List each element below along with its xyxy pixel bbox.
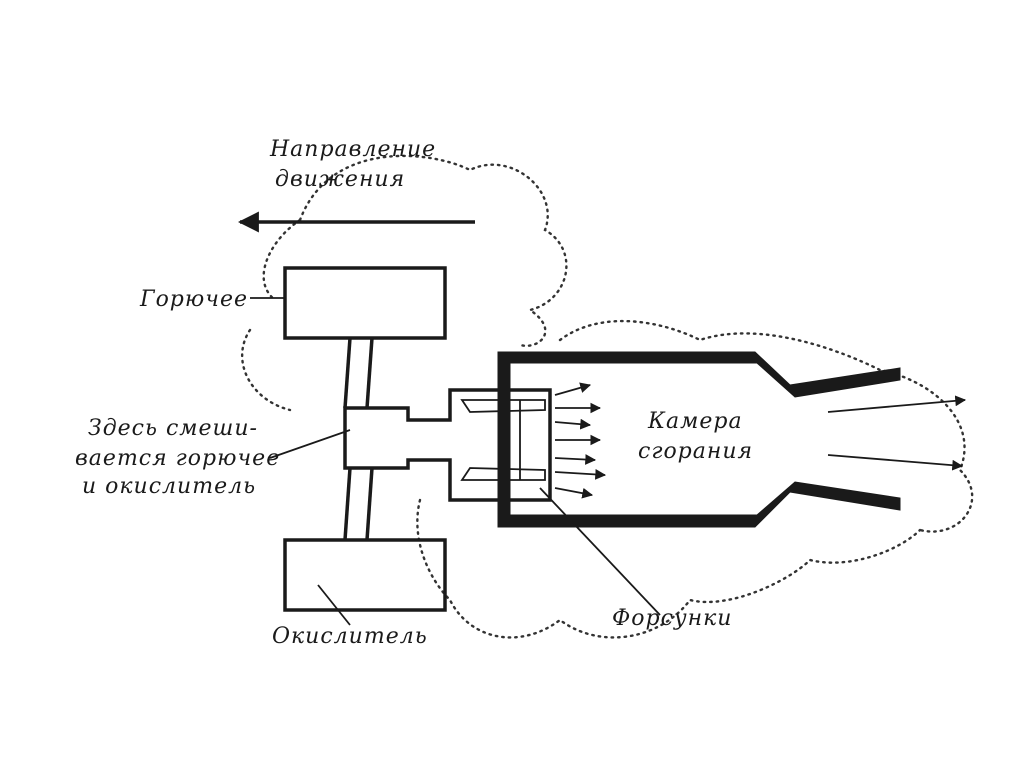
fuel-tank bbox=[283, 266, 447, 340]
direction-label-line2: движения bbox=[275, 167, 405, 192]
mixing-label-line2: вается горючее bbox=[75, 446, 280, 471]
leader-lines bbox=[250, 297, 661, 626]
mixing-block bbox=[343, 388, 552, 502]
direction-label-line1: Направление bbox=[269, 137, 436, 162]
exhaust-arrows bbox=[827, 395, 967, 471]
chamber-label-line1: Камера bbox=[647, 409, 743, 434]
oxidizer-label: Окислитель bbox=[272, 624, 428, 649]
oxidizer-tank bbox=[283, 538, 447, 612]
injector-sprays bbox=[554, 382, 607, 499]
exhaust-cloud bbox=[240, 154, 974, 639]
mixing-label-line1: Здесь смеши- bbox=[88, 416, 258, 441]
mixing-label-line3: и окислитель bbox=[82, 474, 256, 499]
injectors-label: Форсунки bbox=[612, 606, 732, 631]
feed-pipes bbox=[343, 337, 374, 541]
chamber-label-line2: сгорания bbox=[638, 439, 753, 464]
combustion-chamber bbox=[497, 351, 901, 528]
fuel-label: Горючее bbox=[139, 287, 248, 312]
